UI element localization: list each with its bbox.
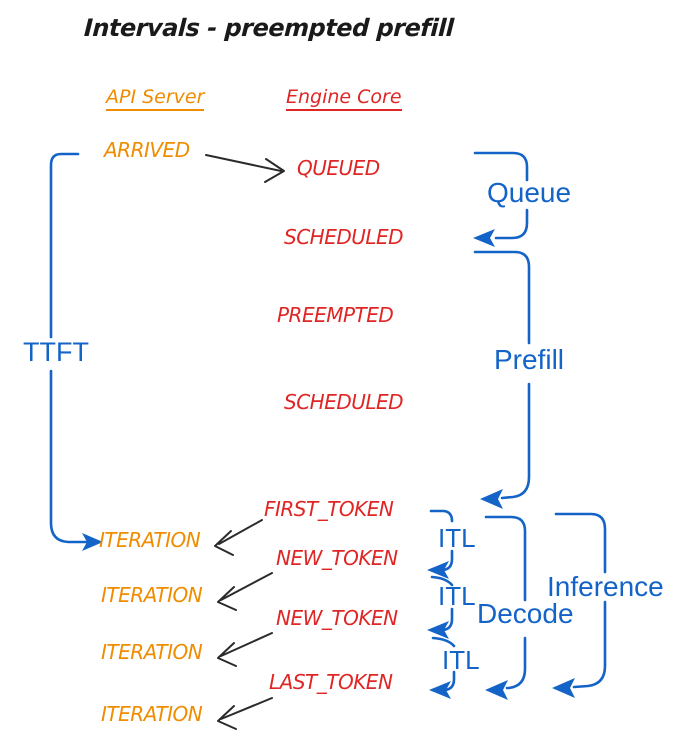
interval-label-itl-2: ITL <box>438 581 476 611</box>
queue-arrowhead-icon <box>473 229 495 247</box>
event-iteration-4: ITERATION <box>101 702 203 726</box>
decode-arrowhead-icon <box>485 680 508 700</box>
itl2-bracket-bottom <box>441 607 454 632</box>
event-queued: QUEUED <box>297 156 380 180</box>
itl1-bracket-top <box>429 509 454 523</box>
event-iteration-3: ITERATION <box>101 640 203 664</box>
itl1-arrowhead-icon <box>427 561 449 579</box>
arrow-arrived-to-queued <box>205 154 285 183</box>
itl2-bracket-top <box>430 575 454 587</box>
event-last-token: LAST_TOKEN <box>269 670 393 694</box>
event-arrived: ARRIVED <box>104 138 190 162</box>
interval-label-decode: Decode <box>477 598 574 629</box>
interval-label-prefill: Prefill <box>494 344 565 375</box>
event-iteration-2: ITERATION <box>101 583 203 607</box>
itl2-arrowhead-icon <box>427 621 449 639</box>
column-header-engine-core: Engine Core <box>286 88 402 111</box>
inference-arrowhead-icon <box>552 678 575 698</box>
column-header-api-server: API Server <box>106 88 205 111</box>
prefill-arrowhead-icon <box>480 489 503 509</box>
interval-label-inference: Inference <box>547 571 664 602</box>
decode-bracket-top <box>484 515 527 602</box>
prefill-bracket-top <box>473 250 531 345</box>
ttft-arrowhead-icon <box>82 533 103 551</box>
arrow-newtoken1-to-iteration <box>217 572 273 611</box>
event-scheduled-1: SCHEDULED <box>284 225 404 249</box>
page-title: Intervals - preempted prefill <box>83 14 455 42</box>
itl3-arrowhead-icon <box>429 681 451 699</box>
event-first-token: FIRST_TOKEN <box>264 497 394 521</box>
inference-bracket-bottom <box>572 600 607 689</box>
event-scheduled-2: SCHEDULED <box>284 390 404 414</box>
event-iteration-1: ITERATION <box>99 528 201 552</box>
queue-bracket-bottom <box>494 208 529 240</box>
inference-bracket-top <box>554 512 607 574</box>
queue-bracket-top <box>473 151 529 182</box>
itl1-bracket-bottom <box>441 549 454 572</box>
interval-label-queue: Queue <box>487 177 572 208</box>
decode-bracket-bottom <box>505 636 527 690</box>
prefill-bracket-bottom <box>500 382 531 500</box>
itl3-bracket-bottom <box>443 670 456 692</box>
event-new-token-2: NEW_TOKEN <box>276 606 398 630</box>
event-preempted: PREEMPTED <box>277 303 394 327</box>
interval-label-ttft: TTFT <box>23 337 89 367</box>
itl3-bracket-top <box>431 636 456 648</box>
ttft-bracket-top <box>49 152 80 339</box>
arrow-firsttoken-to-iteration <box>214 519 263 556</box>
interval-label-itl-3: ITL <box>442 645 480 675</box>
ttft-bracket-bottom <box>49 369 88 544</box>
event-new-token-1: NEW_TOKEN <box>276 546 398 570</box>
arrow-lasttoken-to-iteration <box>217 697 273 730</box>
interval-label-itl-1: ITL <box>438 523 476 553</box>
arrow-newtoken2-to-iteration <box>217 632 273 667</box>
